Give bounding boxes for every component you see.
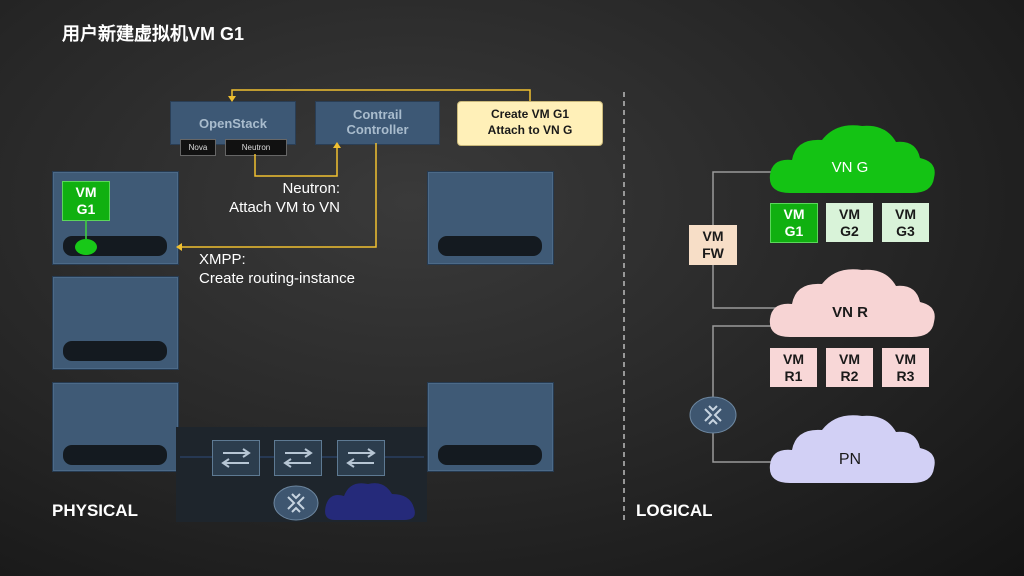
fabric-switch-1[interactable] xyxy=(212,440,260,476)
neutron-note-line2: Attach VM to VN xyxy=(229,199,340,216)
vm-fw-line2: FW xyxy=(702,245,724,261)
task-line1: Create VM G1 xyxy=(490,107,570,121)
logical-vm-g1[interactable]: VM G1 xyxy=(770,203,818,243)
xmpp-note-line2: Create routing-instance xyxy=(199,270,355,287)
openstack-label: OpenStack xyxy=(199,116,267,131)
switch-arrows-icon xyxy=(221,448,251,468)
vm-line1: VM xyxy=(839,351,860,367)
server-slot xyxy=(438,445,542,465)
vm-fw[interactable]: VM FW xyxy=(689,225,737,265)
logical-label: LOGICAL xyxy=(636,501,713,520)
vm-line1: VM xyxy=(839,206,860,222)
task-line2: Attach to VN G xyxy=(487,123,573,137)
fw-to-vnr-line xyxy=(712,265,790,309)
vn-r-label: VN R xyxy=(832,304,868,321)
logical-vm-g2[interactable]: VM G2 xyxy=(826,203,873,242)
server-slot xyxy=(438,236,542,256)
vn-g-cloud xyxy=(769,125,935,193)
vm-label-line1: VM xyxy=(75,184,97,200)
physical-label: PHYSICAL xyxy=(52,501,138,520)
vm-line2: G2 xyxy=(840,223,859,239)
pn-label: PN xyxy=(838,451,862,468)
contrail-controller-box[interactable]: Contrail Controller xyxy=(315,101,440,145)
vm-line1: VM xyxy=(895,351,916,367)
vrouter-dot xyxy=(75,239,97,255)
vm-line2: R1 xyxy=(784,368,803,384)
arrowhead xyxy=(176,243,182,251)
logical-vm-r3[interactable]: VM R3 xyxy=(882,348,929,387)
vm-line1: VM xyxy=(895,206,916,222)
neutron-to-contrail-line xyxy=(254,147,338,177)
server-left-2[interactable] xyxy=(52,276,179,370)
server-slot xyxy=(63,341,167,361)
switch-arrows-icon xyxy=(346,448,376,468)
server-right-1[interactable] xyxy=(427,171,554,265)
vnr-to-router-line xyxy=(712,325,790,397)
fabric-switch-2[interactable] xyxy=(274,440,322,476)
physical-vm-g1[interactable]: VM G1 xyxy=(62,181,110,221)
neutron-chip[interactable]: Neutron xyxy=(225,139,287,156)
arrowhead xyxy=(333,142,341,148)
logical-vm-r2[interactable]: VM R2 xyxy=(826,348,873,387)
arrowhead xyxy=(228,96,236,102)
switch-arrows-icon xyxy=(283,448,313,468)
logical-vm-r1[interactable]: VM R1 xyxy=(770,348,817,387)
fabric-router-icon xyxy=(273,485,319,521)
server-left-3[interactable] xyxy=(52,382,179,472)
server-slot xyxy=(63,445,167,465)
nova-chip[interactable]: Nova xyxy=(180,139,216,156)
vm-fw-line1: VM xyxy=(702,228,724,244)
page-title: 用户新建虚拟机VM G1 xyxy=(62,24,245,44)
server-right-2[interactable] xyxy=(427,382,554,472)
vm-line2: G1 xyxy=(784,223,804,239)
fabric-switch-3[interactable] xyxy=(337,440,385,476)
xmpp-note: XMPP: Create routing-instance xyxy=(199,250,355,288)
vm-line2: R3 xyxy=(896,368,915,384)
neutron-note-line1: Neutron: xyxy=(282,180,340,197)
neutron-note: Neutron: Attach VM to VN xyxy=(214,179,340,217)
task-box[interactable]: Create VM G1 Attach to VN G xyxy=(457,101,603,146)
vm-line2: G3 xyxy=(896,223,915,239)
vm-label-line2: G1 xyxy=(76,201,96,217)
vn-r-cloud xyxy=(769,269,935,337)
logical-vm-g3[interactable]: VM G3 xyxy=(882,203,929,242)
pn-cloud xyxy=(769,415,935,483)
logical-router-icon xyxy=(689,396,737,434)
xmpp-line xyxy=(181,143,377,248)
fw-to-vng-line xyxy=(712,171,790,225)
vm-line1: VM xyxy=(783,351,804,367)
xmpp-note-line1: XMPP: xyxy=(199,251,246,268)
router-to-pn-line xyxy=(712,433,790,463)
fabric-cloud-icon xyxy=(325,483,415,520)
contrail-label-line2: Controller xyxy=(346,122,409,137)
vm-line2: R2 xyxy=(840,368,859,384)
contrail-label-line1: Contrail xyxy=(352,107,403,122)
task-to-openstack-line xyxy=(231,89,531,101)
vn-g-label: VN G xyxy=(831,159,869,176)
vm-line1: VM xyxy=(783,206,805,222)
